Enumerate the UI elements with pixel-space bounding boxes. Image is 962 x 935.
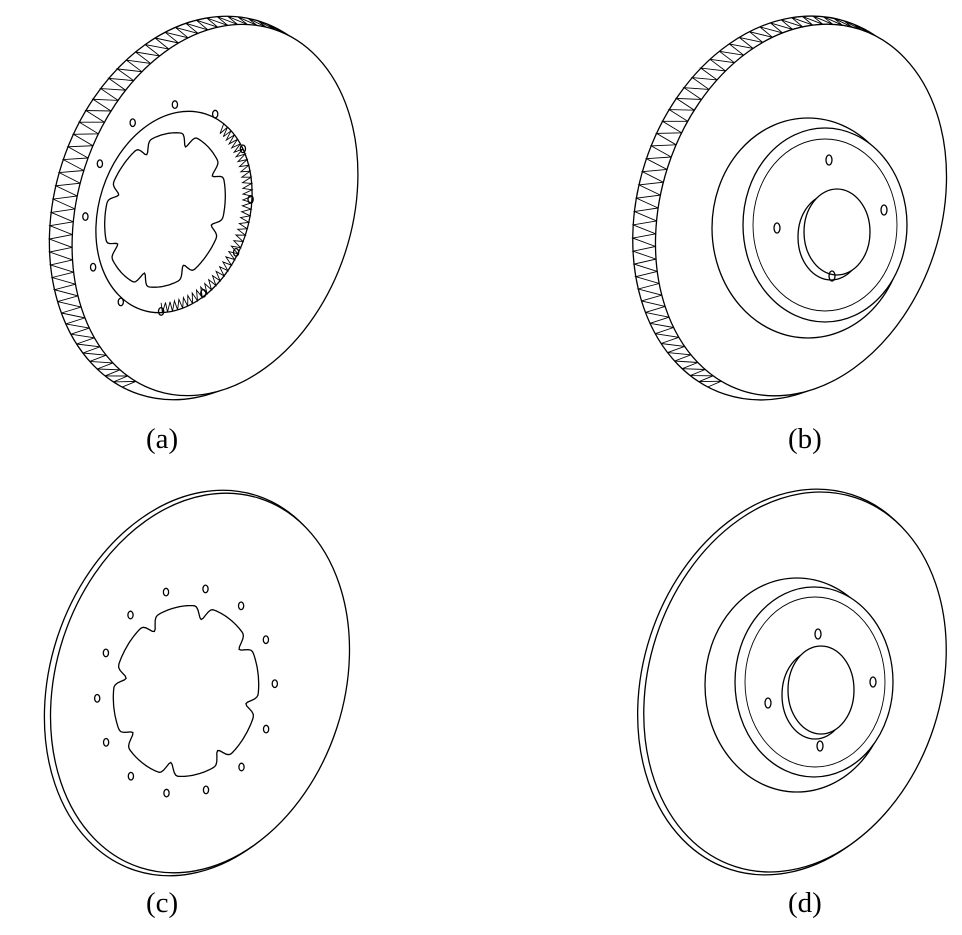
bolt-hole	[102, 737, 110, 747]
bolt-hole	[202, 785, 210, 795]
bolt-hole	[211, 109, 219, 119]
panel-a: (a)	[0, 0, 480, 470]
bolt-hole	[271, 679, 279, 689]
vented-brake-disc-with-hub-icon	[631, 15, 948, 401]
bolt-hole	[247, 194, 254, 204]
solid-brake-disc-with-hub-icon	[636, 488, 947, 876]
bolt-hole	[237, 601, 245, 611]
lobed-bore	[104, 132, 226, 288]
bolt-hole	[117, 297, 125, 307]
bolt-hole	[102, 648, 110, 658]
bolt-hole	[171, 100, 179, 110]
bolt-hole	[262, 724, 270, 734]
bolt-hole	[202, 584, 209, 594]
serrated-ring	[160, 123, 254, 313]
bolt-hole	[96, 159, 104, 169]
bolt-hole	[262, 635, 270, 645]
bolt-hole	[127, 771, 135, 781]
bolt-hole	[163, 788, 170, 798]
bolt-hole	[89, 262, 97, 272]
bolt-hole	[162, 587, 170, 597]
mounting-holes	[93, 584, 279, 798]
caption-c: (c)	[146, 887, 179, 919]
bolt-hole	[200, 288, 207, 298]
mounting-holes	[82, 100, 254, 316]
caption-d: (d)	[788, 887, 822, 919]
panel-d: (d)	[481, 475, 962, 935]
caption-a: (a)	[146, 423, 179, 455]
panel-b: (b)	[481, 0, 962, 470]
caption-b: (b)	[788, 423, 822, 455]
vented-brake-disc-icon	[47, 15, 359, 401]
bolt-hole	[93, 693, 101, 703]
bolt-hole	[157, 306, 165, 316]
bolt-hole	[82, 212, 89, 222]
panel-c: (c)	[0, 475, 480, 935]
vent-fins	[631, 15, 888, 388]
vent-fins	[47, 15, 302, 388]
bolt-hole	[239, 144, 247, 154]
bolt-hole	[127, 610, 134, 620]
bolt-hole	[238, 762, 245, 772]
bolt-hole	[129, 118, 136, 128]
lobed-bore	[112, 604, 260, 778]
bolt-hole	[232, 247, 240, 257]
solid-brake-disc-icon	[43, 489, 351, 877]
